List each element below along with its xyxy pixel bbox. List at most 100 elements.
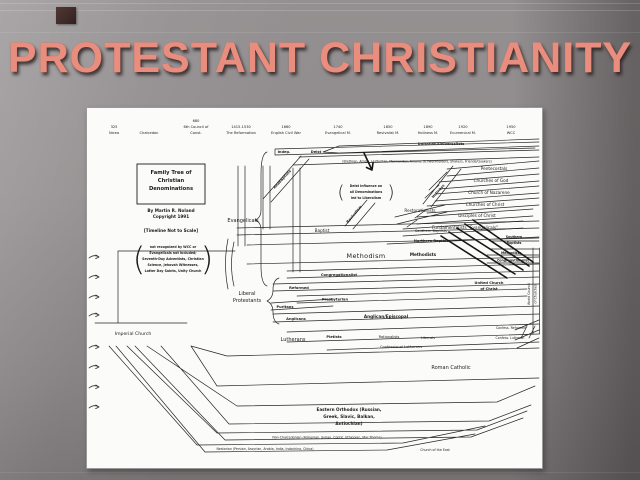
timeline-date: 680 <box>193 119 201 123</box>
background-streak <box>0 10 640 11</box>
tree-branch-lines <box>88 138 540 453</box>
family-tree-diagram: 325 Nicea Chalcedon 680 6th Council of C… <box>88 119 540 453</box>
label-northern-baptists: Northern Baptists <box>414 239 450 243</box>
timeline-date: 1740 <box>333 125 343 129</box>
label-unitarian: Unitarian/Universalists <box>418 142 464 146</box>
label-southern-baptists-right: Southern <box>506 235 523 239</box>
label-confess-lutheran: Confess. Lutheran <box>496 336 525 340</box>
timeline-date: 1920 <box>458 125 468 129</box>
label-eastern-orthodox: Eastern Orthodox (Russian, <box>317 407 382 412</box>
byline: By Martin R. Noland <box>147 208 194 213</box>
label-restorationists: Restorationists <box>404 208 435 213</box>
label-wcc: of Churches <box>534 284 538 303</box>
label-anabaptists: Anabaptists <box>273 169 292 189</box>
evangelicals-brace <box>254 151 268 287</box>
excluded-note-line: Science, Jehovah Witnesses, <box>147 263 198 267</box>
right-fan-lines <box>344 160 540 237</box>
label-churches-of-god: Churches of God <box>474 178 509 183</box>
label-fundamentalists: Fundamentalists "Evangelicals" <box>432 225 498 230</box>
label-church-of-east: Church of the East <box>420 448 450 452</box>
label-imperial-church: Imperial Church <box>115 331 152 337</box>
credit-box-line: Family Tree of <box>150 170 192 176</box>
label-disciples-of-christ: Disciples of Christ <box>458 213 496 218</box>
timeline-date: 1850 <box>383 125 393 129</box>
timeline-event: WCC <box>507 131 516 135</box>
timeline-date: 1950 <box>506 125 516 129</box>
label-pentecostals: Pentecostals <box>481 166 507 171</box>
timeline-date: 1660 <box>281 125 291 129</box>
credit-box-line: Christian <box>158 178 185 184</box>
middle-band-lines <box>236 220 540 351</box>
timeline-event: The Reformation <box>225 131 256 135</box>
label-methodists: Methodists <box>410 252 437 257</box>
deist-note-line: led to Liberalism <box>351 196 382 200</box>
label-anglicans: Anglicans <box>286 317 306 321</box>
deist-note-line: Deist influence on <box>350 184 383 188</box>
deist-note-line: all Denominations <box>350 190 383 194</box>
label-church-of-nazarene: Church of Nazarene <box>468 190 510 195</box>
label-lutherans: Lutherans <box>281 337 306 343</box>
paren-glyph: ) <box>201 240 213 278</box>
timeline-event: Const. <box>190 131 201 135</box>
diagram-panel: 325 Nicea Chalcedon 680 6th Council of C… <box>86 107 543 469</box>
timeline-date: 325 <box>111 125 118 129</box>
timeline-date: 1890 <box>423 125 433 129</box>
label-nestorian: Nestorian (Persian, Assyrian, Arabia, In… <box>217 447 314 451</box>
label-presbyterian: Presbyterian <box>322 298 348 302</box>
timeline-event: English Civil War <box>271 131 301 135</box>
timeline-event: Chalcedon <box>140 131 159 135</box>
paren-glyph: ) <box>387 182 394 203</box>
timeline-event: Revivalist M. <box>377 131 400 135</box>
accent-square <box>56 7 76 24</box>
imperial-church-arrows <box>88 254 100 409</box>
label-congregationalist-right: Congregationalist <box>497 259 530 263</box>
label-puritans: Puritans <box>276 305 293 309</box>
excluded-note-line: Latter Day Saints, Unity Church <box>145 269 203 273</box>
paren-glyph: ( <box>337 182 344 203</box>
label-deist: Deist <box>311 150 322 154</box>
label-united-church: of Christ <box>480 287 498 291</box>
label-liberal-protestants: Protestants <box>233 298 262 304</box>
excluded-note-line: not recognized by WCC or <box>150 245 197 249</box>
background-streak <box>0 472 640 473</box>
label-indep: Indep. <box>278 150 291 154</box>
label-eastern-orthodox: Antiochian) <box>335 421 362 426</box>
label-non-chalcedonian: Non-Chalcedonian (Armenian, Syrian, Copt… <box>272 436 381 440</box>
label-wcc: World Council <box>527 283 531 305</box>
credit-block: Family Tree of Christian Denominations B… <box>133 170 213 278</box>
excluded-note-line: Evangelicals not included; <box>149 251 196 255</box>
timeline-event: Ecumenical M. <box>450 131 476 135</box>
label-confess-reformed: Confess. Reformed <box>496 326 526 330</box>
label-southern-baptists: Southern Baptists <box>415 229 447 233</box>
background-streak <box>0 32 640 33</box>
credit-box-border <box>136 163 206 205</box>
label-methodists-right: Methodists <box>501 251 521 255</box>
deist-arrow <box>363 152 374 171</box>
label-eastern-orthodox: Greek, Slavic, Balkan, <box>323 414 375 419</box>
timeline-event: Nicea <box>109 131 119 135</box>
timeline-event: Holiness M. <box>418 131 439 135</box>
slide-title: PROTESTANT CHRISTIANITY <box>7 34 633 82</box>
paren-glyph: ( <box>133 240 145 278</box>
timeline-event: 6th Council of <box>184 125 210 129</box>
label-rationalists: Rationalists <box>379 335 400 339</box>
timeline-date: 1415-1530 <box>231 125 251 129</box>
label-liberal-protestants: Liberal <box>239 291 256 297</box>
label-united-church: United Church <box>475 281 504 285</box>
byline: Copyright 1991 <box>153 214 189 219</box>
label-southern-baptists-right: Baptists <box>507 241 522 245</box>
excluded-note-line: Seventh-Day Adventists, Christian <box>142 257 204 261</box>
top-strip-lines <box>225 138 540 290</box>
label-reformed: Reformed <box>289 286 309 290</box>
label-methodism: Methodism <box>347 252 386 260</box>
credit-box-line: Denominations <box>149 186 193 192</box>
denomination-labels: Unitarian/Universalists Indep. Deist (Br… <box>115 142 538 452</box>
background-streak <box>0 3 640 4</box>
timeline-event: Evangelical M. <box>325 131 351 135</box>
label-liberals: Liberals <box>421 336 435 340</box>
label-revivalism: Revivalism <box>346 204 363 224</box>
label-confessional-lutherans: Confessional Lutherans <box>380 345 422 349</box>
timeline: 325 Nicea Chalcedon 680 6th Council of C… <box>109 119 516 135</box>
label-anabaptist-groups: (Brethren, Amish, Hutterites, Mennonites… <box>342 160 492 164</box>
label-anglican-episcopal: Anglican/Episcopal <box>364 314 409 319</box>
